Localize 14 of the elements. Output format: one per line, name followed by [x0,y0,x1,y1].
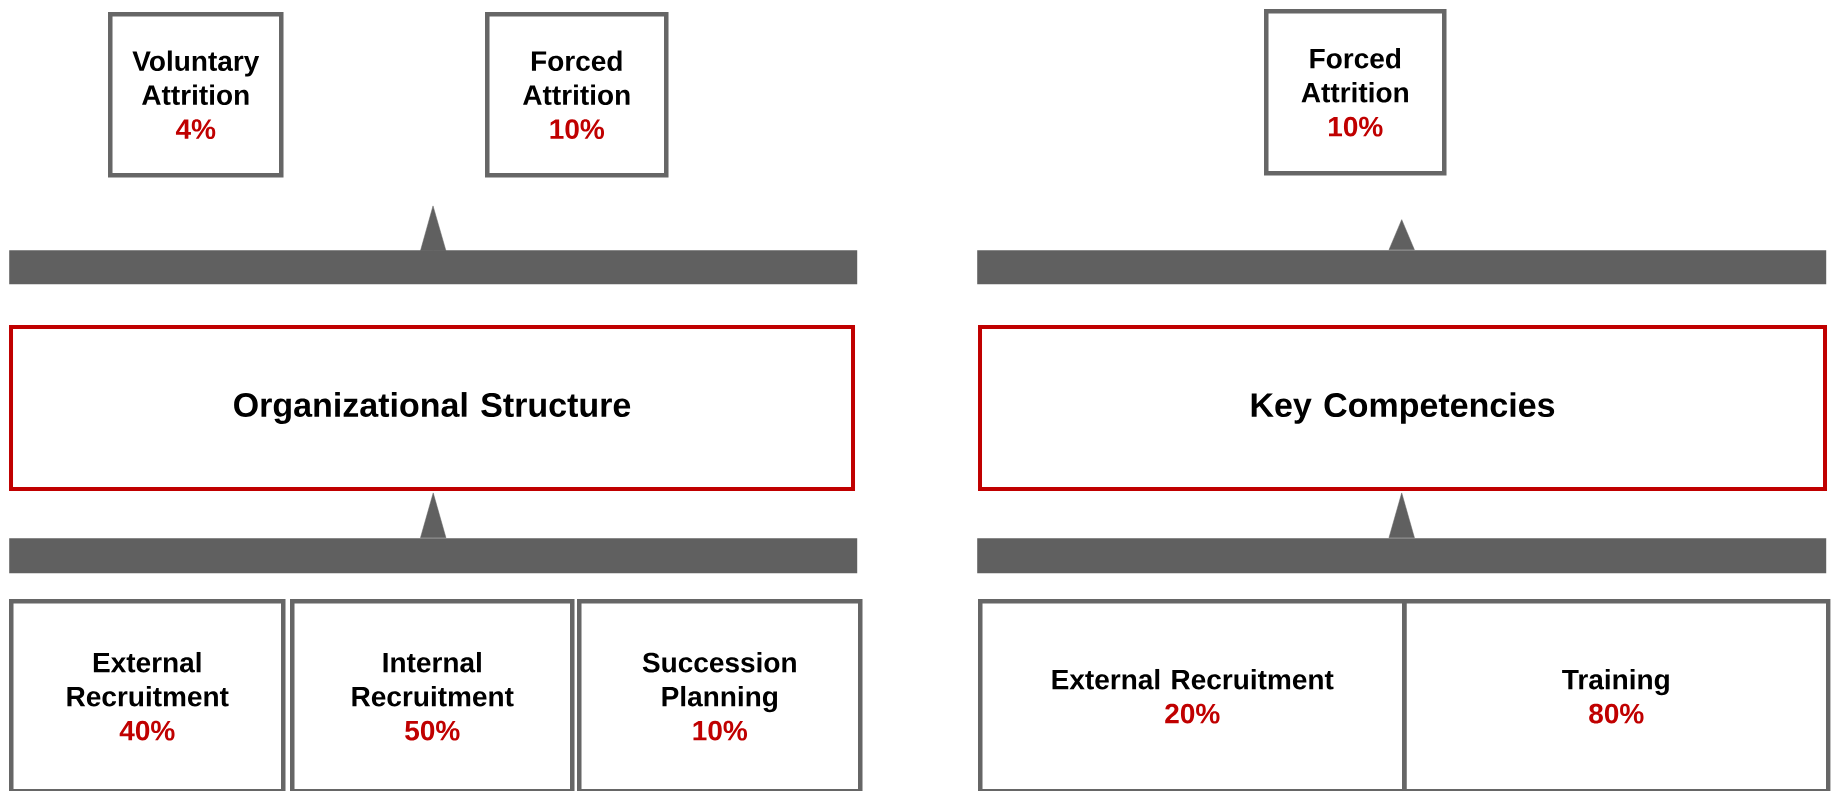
text-box: Training 80% [1402,599,1831,791]
text-box: Voluntary Attrition 4% [108,12,284,178]
text-box: Succession Planning 10% [577,599,863,791]
heading-box: Organizational Structure [9,325,855,491]
text-box: External Recruitment 20% [978,599,1407,791]
pointer-arrow [420,205,447,252]
pointer-arrow [1388,219,1415,251]
text-box: Forced Attrition 10% [1264,9,1447,176]
text-box: External Recruitment 40% [9,599,286,791]
pointer-arrow [420,492,447,539]
text-box: Forced Attrition 10% [485,12,669,178]
pointer-arrow [1388,492,1415,539]
heading-box: Key Competencies [978,325,1827,491]
text-box: Internal Recruitment 50% [290,599,575,791]
